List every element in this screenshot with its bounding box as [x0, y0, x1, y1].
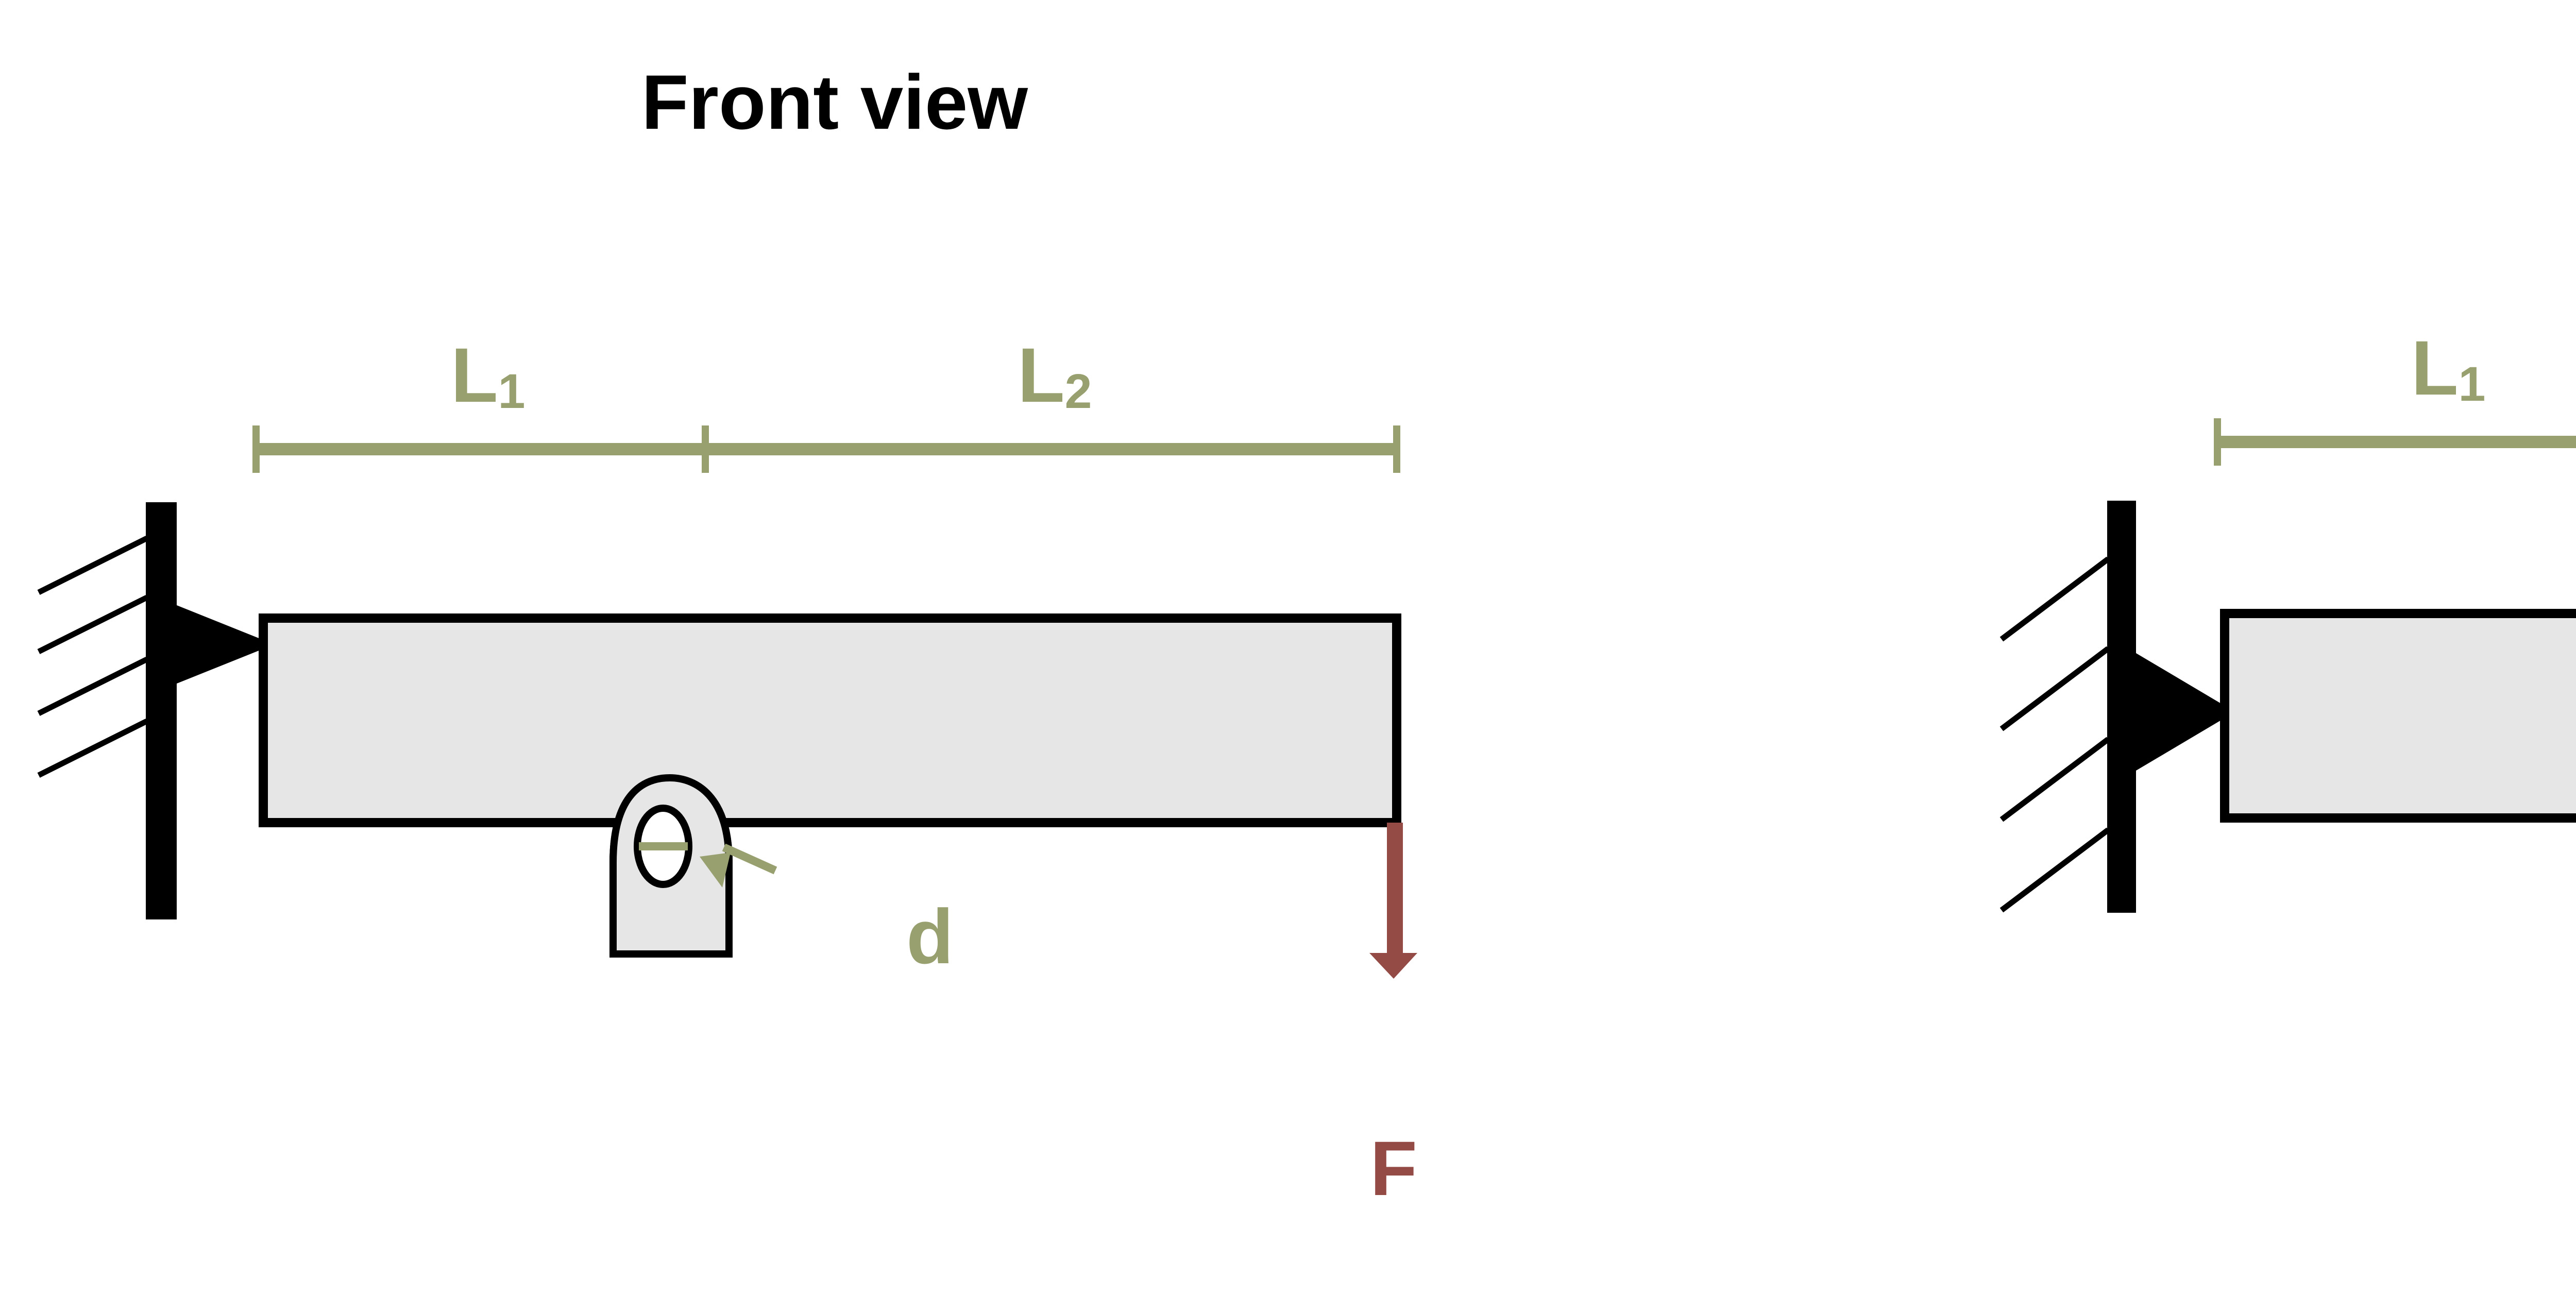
fixed-support-icon: [1999, 501, 2225, 913]
pin-bracket-overlay: [609, 774, 733, 958]
front-view-title: Front view: [641, 59, 1028, 145]
force-label: F: [1370, 1125, 1417, 1212]
front-L2-label: L2: [1018, 332, 1092, 419]
top-beam: [2220, 609, 2576, 823]
front-beam: [259, 613, 1401, 827]
front-view: Front view L1 L2: [37, 59, 1417, 1212]
top-dimension-line: [2214, 418, 2576, 466]
top-L1-label: L1: [2411, 325, 2485, 412]
front-dimension-line: [252, 425, 1400, 473]
fixed-support-icon: [37, 502, 260, 919]
hole-label-d: d: [906, 893, 954, 980]
top-view: Top view L1 L2: [1999, 325, 2576, 913]
front-L1-label: L1: [451, 332, 525, 419]
hole-diameter-arrow: [700, 843, 777, 888]
force-arrow-icon: [1369, 823, 1417, 979]
